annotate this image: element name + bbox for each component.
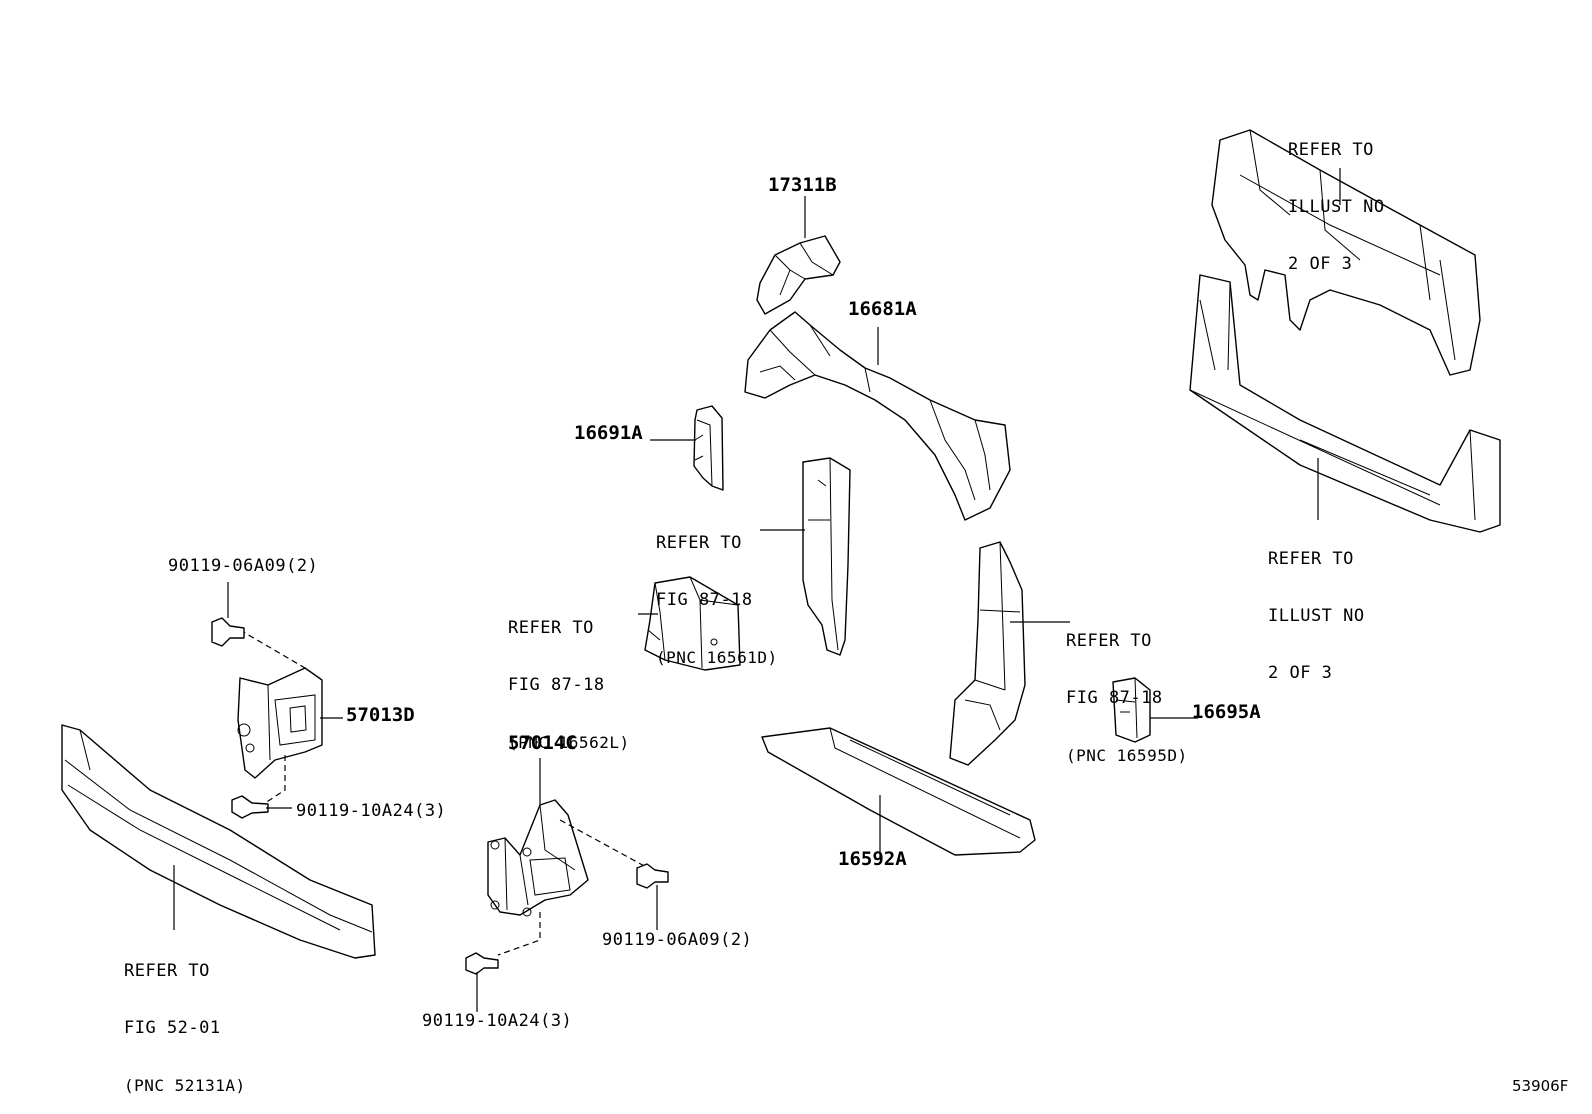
- ref-line: (PNC 16561D): [656, 648, 778, 667]
- label-16681A[interactable]: 16681A: [848, 298, 917, 320]
- ref-line: REFER TO: [656, 533, 742, 553]
- ref-line: (PNC 16562L): [508, 733, 630, 752]
- label-bolt-90119-06A09-top[interactable]: 90119-06A09(2): [168, 556, 319, 576]
- ref-pnc-16562L[interactable]: REFER TO FIG 87-18 (PNC 16562L): [508, 581, 630, 771]
- ref-line: REFER TO: [1288, 140, 1374, 160]
- part-16592A-cover: [761, 727, 1036, 858]
- label-bolt-90119-10A24-bottom[interactable]: 90119-10A24(3): [422, 1011, 573, 1031]
- ref-pnc-16561D[interactable]: REFER TO FIG 87-18 (PNC 16561D): [656, 496, 778, 686]
- ref-line: FIG 87-18: [508, 675, 605, 695]
- part-57014C-bracket: [465, 758, 669, 1012]
- ref-line: FIG 87-18: [1066, 688, 1163, 708]
- ref-line: FIG 52-01: [124, 1018, 221, 1038]
- label-57013D[interactable]: 57013D: [346, 704, 415, 726]
- label-16592A[interactable]: 16592A: [838, 848, 907, 870]
- part-16595D-seal: [949, 541, 1070, 766]
- ref-line: FIG 87-18: [656, 590, 753, 610]
- part-16561D-seal: [760, 457, 851, 656]
- ref-line: REFER TO: [1066, 631, 1152, 651]
- label-bolt-90119-10A24-left[interactable]: 90119-10A24(3): [296, 801, 447, 821]
- ref-lower-right[interactable]: REFER TO ILLUST NO 2 OF 3: [1268, 512, 1365, 702]
- ref-line: REFER TO: [124, 961, 210, 981]
- ref-line: 2 OF 3: [1268, 663, 1333, 683]
- ref-pnc-52131A[interactable]: REFER TO FIG 52-01 (PNC 52131A): [124, 924, 246, 1114]
- part-57013D-bracket: [211, 582, 343, 819]
- label-bolt-90119-06A09-bottom[interactable]: 90119-06A09(2): [602, 930, 753, 950]
- illustration-code: 53906F: [1512, 1077, 1569, 1095]
- label-16695A[interactable]: 16695A: [1192, 701, 1261, 723]
- part-16691A-bracket: [650, 405, 724, 491]
- label-17311B[interactable]: 17311B: [768, 174, 837, 196]
- part-radiator-support-upper: [1211, 129, 1481, 376]
- ref-line: ILLUST NO: [1268, 606, 1365, 626]
- ref-line: ILLUST NO: [1288, 197, 1385, 217]
- ref-upper-right[interactable]: REFER TO ILLUST NO 2 OF 3: [1288, 103, 1385, 293]
- part-radiator-support-lower: [1189, 274, 1501, 533]
- part-16562L-seal: [638, 576, 741, 671]
- part-16695A-bracket: [1112, 677, 1198, 743]
- ref-line: (PNC 52131A): [124, 1076, 246, 1095]
- part-52131A-bumper-reinforcement: [61, 724, 376, 959]
- ref-line: REFER TO: [508, 618, 594, 638]
- ref-pnc-16595D[interactable]: REFER TO FIG 87-18 (PNC 16595D): [1066, 594, 1188, 784]
- part-16681A-duct: [744, 311, 1011, 521]
- label-16691A[interactable]: 16691A: [574, 422, 643, 444]
- ref-line: REFER TO: [1268, 549, 1354, 569]
- part-17311B-duct: [756, 196, 841, 315]
- ref-line: (PNC 16595D): [1066, 746, 1188, 765]
- ref-line: 2 OF 3: [1288, 254, 1353, 274]
- label-57014C[interactable]: 57014C: [508, 732, 577, 754]
